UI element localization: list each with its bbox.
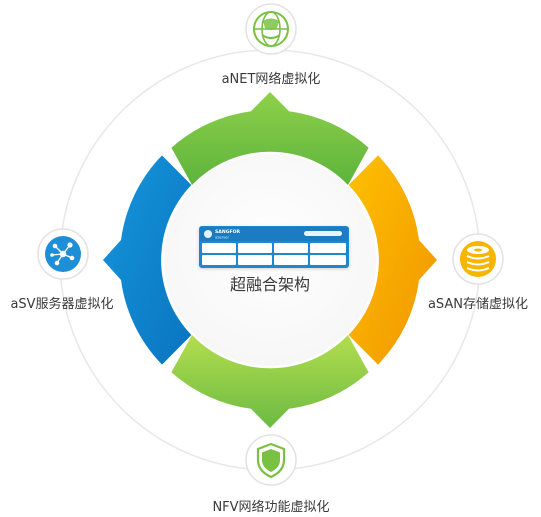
node-label-asv: aSV服务器虚拟化 bbox=[10, 296, 113, 312]
node-label-anet: aNET网络虚拟化 bbox=[222, 71, 321, 87]
node-asv: aSV服务器虚拟化 bbox=[10, 228, 114, 312]
network-virtualization-icon bbox=[253, 11, 289, 47]
brand-logo-icon bbox=[204, 230, 212, 238]
brand-line1: SANGFOR bbox=[215, 229, 241, 235]
server-cluster-icon bbox=[45, 236, 81, 272]
brand-line2: aServer bbox=[215, 236, 230, 240]
node-label-nfv: NFV网络功能虚拟化 bbox=[212, 499, 329, 515]
node-label-asan: aSAN存储虚拟化 bbox=[428, 297, 528, 312]
segment-left-asv bbox=[103, 155, 192, 365]
ring-segments bbox=[103, 92, 437, 428]
center-title: 超融合架构 bbox=[230, 275, 310, 294]
segment-top-anet bbox=[171, 92, 369, 185]
appliance-display bbox=[304, 231, 342, 236]
drive-bays bbox=[202, 243, 346, 265]
shield-icon bbox=[256, 442, 286, 479]
storage-disks-icon bbox=[460, 241, 496, 277]
segment-bottom-nfv bbox=[171, 335, 369, 428]
server-appliance: SANGFOR aServer bbox=[199, 226, 349, 268]
node-anet: aNET网络虚拟化 bbox=[222, 3, 321, 87]
segment-right-asan bbox=[348, 155, 437, 365]
node-nfv: NFV网络功能虚拟化 bbox=[212, 434, 330, 515]
node-asan: aSAN存储虚拟化 bbox=[428, 233, 528, 312]
